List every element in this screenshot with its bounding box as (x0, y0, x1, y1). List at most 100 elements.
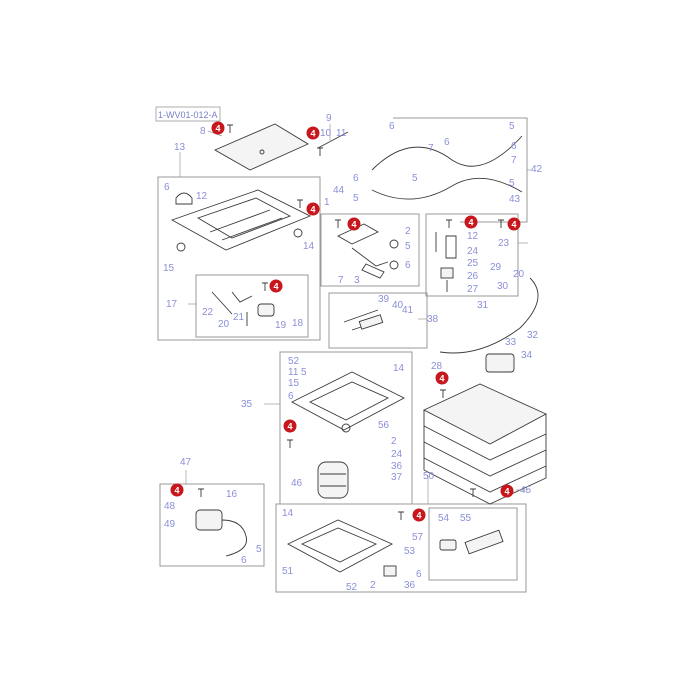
grommet-part-15 (176, 242, 186, 252)
part-label-20: 20 (218, 319, 230, 330)
part-label-48: 48 (164, 501, 176, 512)
slide-lock-handle (361, 263, 385, 279)
valve-body (464, 529, 504, 555)
part-label-17: 17 (166, 299, 178, 310)
svg-text:4: 4 (215, 124, 220, 134)
group-box-height-lever (425, 213, 519, 297)
part-label-7-harness-b: 7 (511, 155, 517, 166)
svg-text:4: 4 (351, 220, 356, 230)
switch-housing (485, 353, 515, 373)
part-label-31: 31 (477, 300, 489, 311)
suspension-scissor (308, 381, 390, 421)
part-label-54: 54 (438, 513, 450, 524)
part-label-8: 8 (200, 126, 206, 137)
part-label-5-comp: 5 (256, 544, 262, 555)
part-label-16: 16 (226, 489, 238, 500)
part-label-5-harness-b: 5 (412, 173, 418, 184)
screw-icons (198, 124, 504, 520)
part-label-6-susp: 6 (288, 391, 294, 402)
svg-text:4: 4 (287, 422, 292, 432)
part-label-12-lever: 12 (467, 231, 479, 242)
part-label-29: 29 (490, 262, 502, 273)
part-label-45: 45 (520, 485, 532, 496)
callout-badge: 4 (170, 483, 184, 497)
part-label-11: 11 (336, 128, 347, 139)
part-label-2-lock: 2 (405, 226, 411, 237)
group-box-seat-frame (157, 176, 321, 341)
control-cable (439, 277, 539, 354)
part-label-57: 57 (412, 532, 424, 543)
part-label-14-base: 14 (282, 508, 294, 519)
svg-text:4: 4 (439, 374, 444, 384)
part-label-41: 41 (402, 305, 414, 316)
grommet-part-14 (293, 228, 303, 238)
group-box-wiring (393, 117, 528, 223)
part-label-37: 37 (391, 472, 403, 483)
part-label-55: 55 (460, 513, 472, 524)
part-label-53: 53 (404, 546, 416, 557)
part-label-36-base: 36 (404, 580, 416, 591)
part-label-15-frame: 15 (163, 263, 175, 274)
part-label-5-harness-a: 5 (509, 121, 515, 132)
svg-text:4: 4 (310, 205, 315, 215)
callout-badge: 4 (306, 202, 320, 216)
part-label-13: 13 (174, 142, 186, 153)
part-label-36-susp: 36 (391, 461, 403, 472)
leader-lines (179, 124, 532, 504)
part-label-15-susp: 15 (288, 378, 300, 389)
part-label-38: 38 (427, 314, 439, 325)
slide-lock-clip (389, 260, 399, 270)
part-label-5-harness-c: 5 (353, 193, 359, 204)
reference-code-box (155, 106, 221, 122)
group-box-base-frame (275, 503, 527, 593)
part-label-5-harness-d: 5 (509, 178, 515, 189)
part-label-34: 34 (521, 350, 533, 361)
part-label-9: 9 (326, 113, 332, 124)
part-label-5-susp: 5 (301, 367, 307, 378)
svg-text:4: 4 (504, 487, 509, 497)
group-box-slide-lock (320, 213, 420, 287)
part-label-24-lever: 24 (467, 246, 479, 257)
part-label-7-harness-a: 7 (428, 143, 434, 154)
part-label-7-lock: 7 (338, 275, 344, 286)
compressor-cable (221, 519, 248, 557)
part-label-21: 21 (233, 312, 245, 323)
group-box-valve (428, 507, 518, 581)
callout-badge: 4 (306, 126, 320, 140)
part-number-labels: 8 9 10 11 13 6 12 14 15 17 22 21 20 19 1… (163, 113, 543, 593)
slide-lock-mechanism (337, 223, 389, 267)
part-label-26: 26 (467, 271, 479, 282)
compressor-body (195, 509, 223, 531)
suspension-roller (341, 423, 351, 433)
part-label-14-frame: 14 (303, 241, 315, 252)
slide-lock-bushing (389, 239, 399, 249)
group-box-compressor (159, 483, 265, 567)
part-label-33: 33 (505, 337, 517, 348)
group-box-damper (328, 292, 428, 349)
air-spring (317, 461, 349, 499)
part-label-43: 43 (509, 194, 521, 205)
seat-pan-frame (170, 189, 312, 251)
part-label-11-susp: 11 (288, 367, 299, 378)
base-frame-inner (300, 527, 378, 563)
callout-badge: 4 (269, 279, 283, 293)
part-label-32: 32 (527, 330, 539, 341)
part-label-2-susp: 2 (391, 436, 397, 447)
callout-badge: 4 (435, 371, 449, 385)
callout-badge: 4 (412, 508, 426, 522)
callout-badge: 4 (211, 121, 225, 135)
svg-text:4: 4 (416, 511, 421, 521)
badge-group: 4 4 4 4 4 4 4 4 4 4 4 4 (170, 121, 521, 522)
callout-badge: 4 (283, 419, 297, 433)
part-label-47: 47 (180, 457, 192, 468)
part-label-12-frame: 12 (196, 191, 208, 202)
part-label-22: 22 (202, 307, 214, 318)
part-label-40: 40 (392, 300, 404, 311)
lever-spring (211, 291, 253, 315)
height-lever-body (435, 232, 457, 259)
part-label-6-harness-c: 6 (511, 141, 517, 152)
lever-knob (257, 303, 275, 317)
part-label-14-susp: 14 (393, 363, 405, 374)
